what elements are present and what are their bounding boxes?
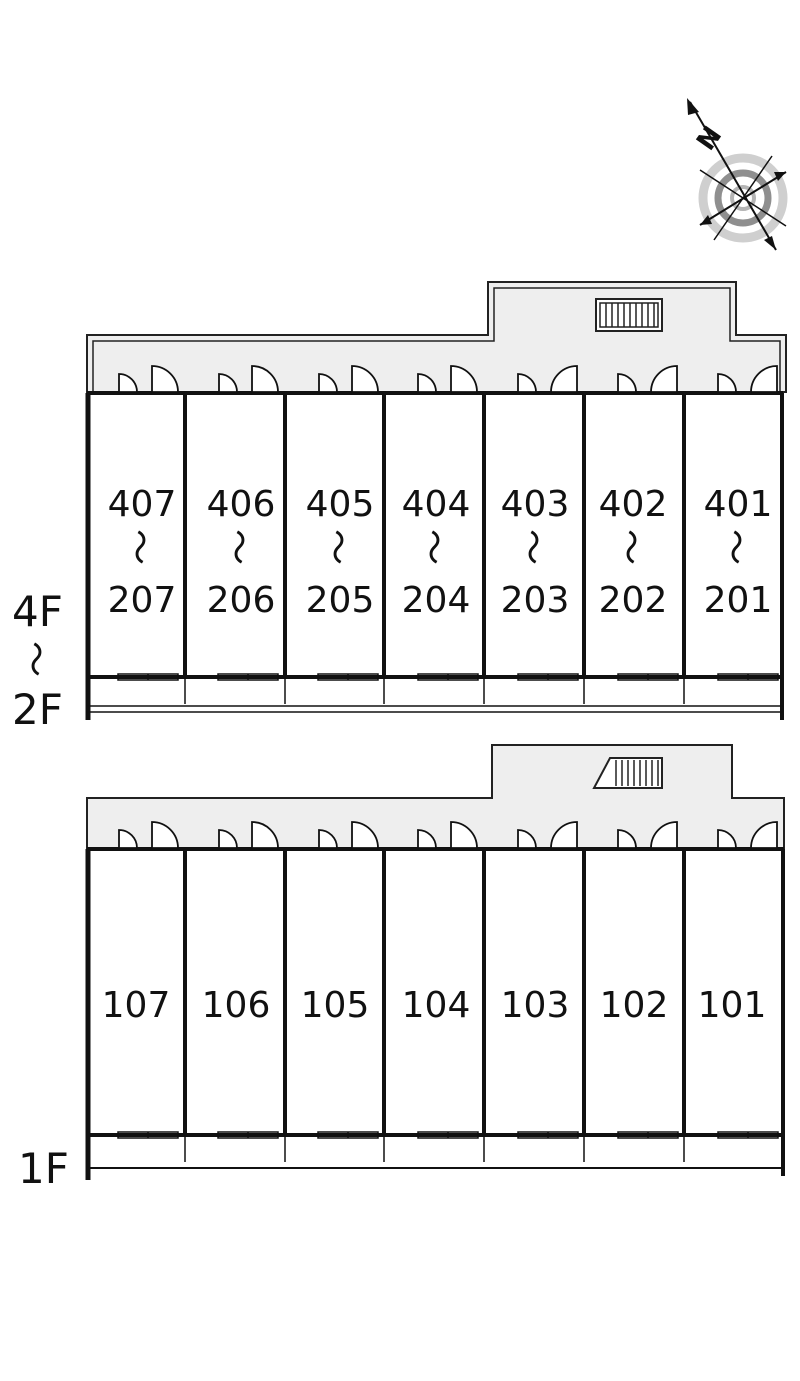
unit-range-separator: 〜 xyxy=(714,529,755,565)
unit-top-label: 402 xyxy=(599,484,668,525)
unit-range-separator: 〜 xyxy=(316,529,357,565)
unit-label: 101 xyxy=(698,985,767,1026)
unit-range-separator: 〜 xyxy=(217,529,258,565)
staircase-icon xyxy=(595,298,663,332)
unit-label: 102 xyxy=(600,985,669,1026)
unit-top-label: 404 xyxy=(402,484,471,525)
ground-floor-plan: 107 106 105 104 103 102 101 1F xyxy=(18,744,785,1193)
upper-corridor xyxy=(86,281,787,393)
unit-label: 105 xyxy=(301,985,370,1026)
unit-bottom-label: 205 xyxy=(306,580,375,621)
unit-top-label: 406 xyxy=(207,484,276,525)
unit-label: 104 xyxy=(402,985,471,1026)
staircase-icon xyxy=(592,757,663,789)
north-letter: N xyxy=(691,121,728,156)
unit-top-label: 401 xyxy=(704,484,773,525)
unit-top-label: 405 xyxy=(306,484,375,525)
unit-label: 103 xyxy=(501,985,570,1026)
unit-bottom-label: 204 xyxy=(402,580,471,621)
unit-range-separator: 〜 xyxy=(118,529,159,565)
unit-range-separator: 〜 xyxy=(511,529,552,565)
unit-top-label: 403 xyxy=(501,484,570,525)
unit-label: 106 xyxy=(202,985,271,1026)
upper-floors-plan: 407 〜 207 406 〜 206 405 〜 205 404 〜 204 … xyxy=(12,281,787,734)
upper-unit-labels: 407 〜 207 406 〜 206 405 〜 205 404 〜 204 … xyxy=(108,484,773,621)
upper-doors xyxy=(118,365,778,393)
ground-corridor xyxy=(86,744,785,849)
unit-bottom-label: 207 xyxy=(108,580,177,621)
unit-bottom-label: 203 xyxy=(501,580,570,621)
floor-range-separator: 〜 xyxy=(14,641,55,677)
floor-label-bottom: 2F xyxy=(12,685,63,734)
unit-bottom-label: 202 xyxy=(599,580,668,621)
north-compass-icon: N xyxy=(687,98,788,251)
unit-bottom-label: 206 xyxy=(207,580,276,621)
unit-range-separator: 〜 xyxy=(412,529,453,565)
ground-unit-labels: 107 106 105 104 103 102 101 xyxy=(102,985,767,1026)
ground-doors xyxy=(118,821,778,849)
unit-bottom-label: 201 xyxy=(704,580,773,621)
unit-range-separator: 〜 xyxy=(609,529,650,565)
unit-top-label: 407 xyxy=(108,484,177,525)
floor-label-top: 4F xyxy=(12,587,63,636)
floor-label: 1F xyxy=(18,1144,69,1193)
unit-label: 107 xyxy=(102,985,171,1026)
